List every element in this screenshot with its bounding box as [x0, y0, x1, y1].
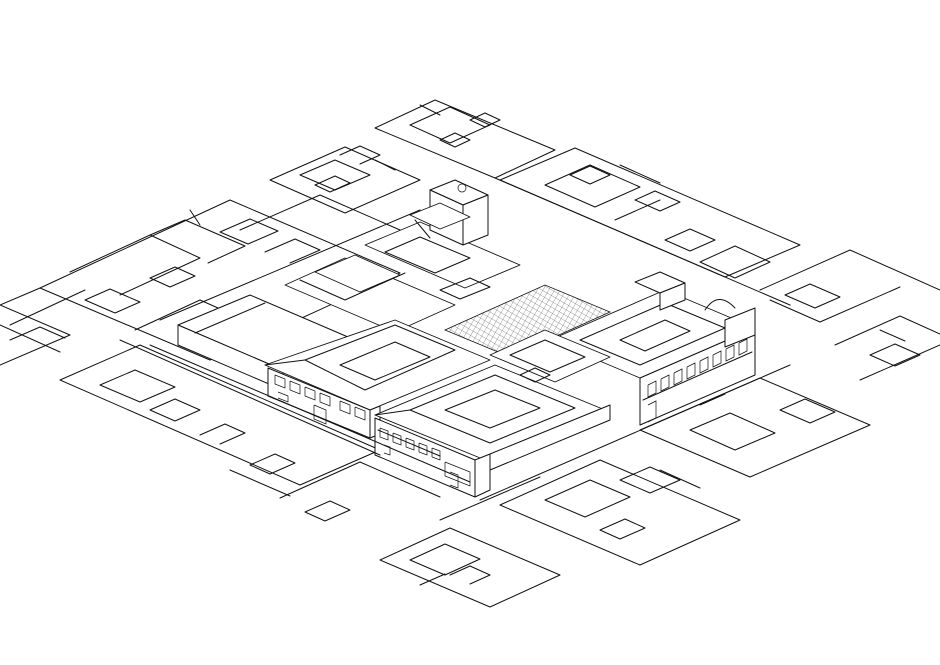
parcel-block-far-east	[759, 249, 940, 381]
central-facade-windows	[274, 374, 366, 425]
street-edges	[119, 177, 791, 521]
north-west-roofs	[284, 221, 521, 333]
courtyard-plaza	[443, 284, 612, 358]
main-building-complex	[177, 179, 756, 498]
parcel-block-east	[499, 147, 801, 279]
parcel-block-north	[239, 145, 421, 231]
parcel-block-west	[0, 304, 71, 366]
east-facade-windows	[639, 338, 753, 426]
north-tower	[409, 179, 489, 246]
parcel-block-north-east	[374, 99, 556, 179]
south-central-wing	[374, 364, 611, 498]
connector-roof	[489, 329, 611, 383]
parcel-block-north-west	[0, 199, 401, 361]
parcel-block-south	[379, 527, 561, 608]
central-wing	[264, 319, 491, 439]
